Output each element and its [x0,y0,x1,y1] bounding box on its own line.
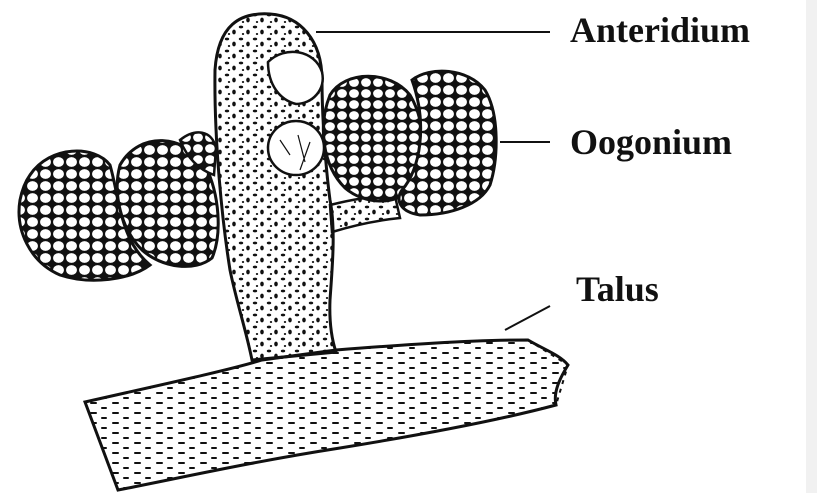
thallus [85,340,568,490]
label-talus: Talus [576,269,659,309]
anteridium-middle [268,121,324,175]
right-edge-strip [806,0,817,493]
thallus-body [85,340,568,490]
label-anteridium: Anteridium [570,10,750,50]
label-oogonium: Oogonium [570,122,732,162]
talus-leader-line [505,306,550,330]
